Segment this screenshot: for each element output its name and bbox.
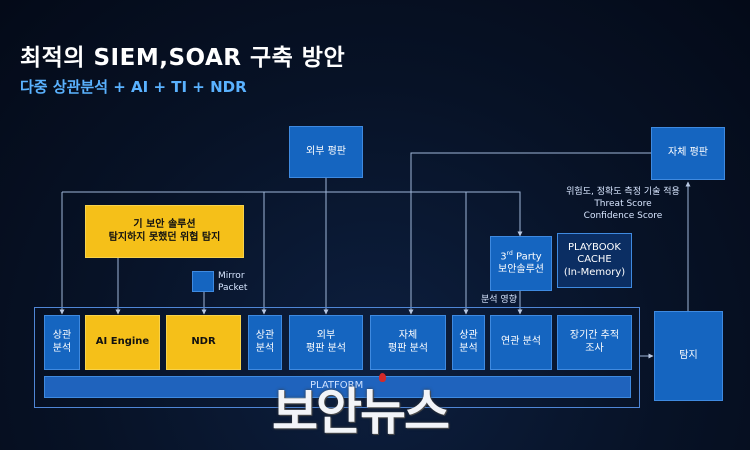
detection-box: 탐지 — [654, 311, 723, 401]
external-reputation-label: 외부 평판 — [306, 145, 346, 157]
external-reputation-analysis: 외부 평판 분석 — [289, 315, 363, 370]
page-subtitle: 다중 상관분석 + AI + TI + NDR — [20, 78, 247, 96]
line-top-bus — [62, 191, 523, 237]
self-reputation-box: 자체 평판 — [651, 127, 725, 180]
risk-score-note: 위험도, 정확도 측정 기술 적용 Threat Score Confidenc… — [558, 186, 688, 222]
third-party-line2: 보안솔루션 — [498, 264, 544, 276]
watermark-red-mark — [379, 373, 386, 382]
correlation-analysis-2: 상관 분석 — [248, 315, 282, 370]
playbook-line3: (In-Memory) — [563, 266, 626, 278]
line-self-reputation-to-self-analysis — [408, 152, 651, 315]
platform-frame — [34, 307, 640, 408]
mirror-packet-box — [192, 271, 214, 292]
self-reputation-label: 자체 평판 — [668, 147, 708, 159]
external-reputation-box: 외부 평판 — [289, 126, 363, 178]
risk-note-line3: Confidence Score — [583, 211, 663, 222]
legacy-solution-line1: 기 보안 솔루션 — [133, 219, 196, 230]
watermark-logo: 보안뉴스 — [272, 383, 450, 441]
correlation-analysis-1: 상관 분석 — [44, 315, 80, 370]
mirror-packet-line1: Mirror — [218, 271, 245, 281]
risk-note-line2: Threat Score — [594, 199, 652, 210]
third-party-box: 3rd Party 보안솔루션 — [490, 236, 552, 291]
mirror-packet-label: Mirror Packet — [218, 270, 258, 294]
page-title: 최적의 SIEM,SOAR 구축 방안 — [20, 45, 346, 71]
playbook-line2: CACHE — [577, 254, 612, 266]
risk-note-line1: 위험도, 정확도 측정 기술 적용 — [566, 187, 680, 197]
legacy-solution-box: 기 보안 솔루션 탐지하지 못했던 위협 탐지 — [85, 205, 244, 258]
analysis-reflect-note: 분석 영향 — [481, 295, 517, 305]
playbook-line1: PLAYBOOK — [568, 241, 621, 253]
correlation-analysis-3: 상관 분석 — [452, 315, 485, 370]
long-term-investigation-box: 장기간 추적 조사 — [557, 315, 632, 370]
mirror-packet-line2: Packet — [218, 283, 248, 294]
third-party-line1: 3rd Party — [500, 250, 542, 263]
linked-analysis-box: 연관 분석 — [490, 315, 552, 370]
playbook-cache-box: PLAYBOOK CACHE (In-Memory) — [557, 233, 632, 288]
ndr-box: NDR — [166, 315, 241, 370]
legacy-solution-line2: 탐지하지 못했던 위협 탐지 — [108, 231, 221, 243]
ai-engine-box: AI Engine — [85, 315, 160, 370]
platform-bar — [44, 376, 631, 398]
platform-label: PLATFORM — [310, 380, 364, 391]
self-reputation-analysis: 자체 평판 분석 — [370, 315, 446, 370]
